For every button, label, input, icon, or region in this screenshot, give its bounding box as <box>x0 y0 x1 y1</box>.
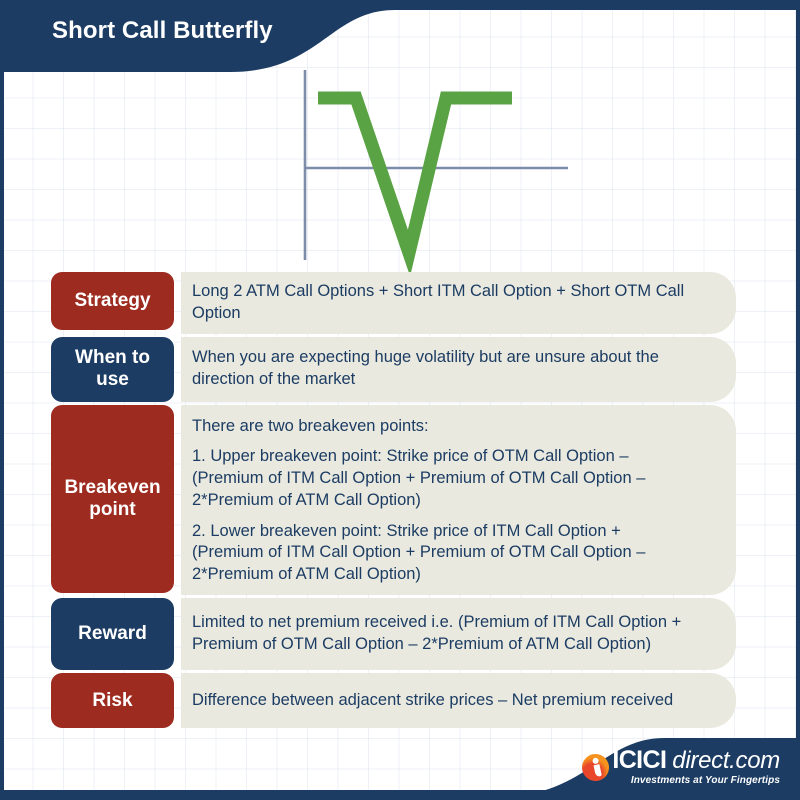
table-row: Breakeven point There are two breakeven … <box>4 404 796 595</box>
header-banner: Short Call Butterfly <box>0 0 800 72</box>
row-text: Limited to net premium received i.e. (Pr… <box>192 613 682 653</box>
strategy-table: Strategy Long 2 ATM Call Options + Short… <box>4 272 796 731</box>
row-label-breakeven-point: Breakeven point <box>51 404 174 593</box>
row-body-strategy: Long 2 ATM Call Options + Short ITM Call… <box>181 272 736 334</box>
table-row: Strategy Long 2 ATM Call Options + Short… <box>4 272 796 334</box>
logo-text-block: ICICI direct.com Investments at Your Fin… <box>612 746 780 787</box>
row-label-reward: Reward <box>51 597 174 670</box>
logo-brand-primary: ICICI <box>612 746 667 774</box>
table-row: When to use When you are expecting huge … <box>4 336 796 402</box>
row-label-risk: Risk <box>51 672 174 728</box>
row-text: 1. Upper breakeven point: Strike price o… <box>192 447 646 509</box>
page-title: Short Call Butterfly <box>52 17 273 44</box>
footer-curve-shape <box>4 738 796 796</box>
icici-i-circle-icon <box>579 750 612 784</box>
footer-banner: ICICI direct.com Investments at Your Fin… <box>4 734 796 796</box>
table-row: Risk Difference between adjacent strike … <box>4 672 796 728</box>
row-text: Difference between adjacent strike price… <box>192 690 674 709</box>
row-body-reward: Limited to net premium received i.e. (Pr… <box>181 597 736 670</box>
row-body-breakeven-point: There are two breakeven points: 1. Upper… <box>181 404 736 595</box>
row-body-risk: Difference between adjacent strike price… <box>181 672 736 728</box>
logo-tagline: Investments at Your Fingertips <box>630 775 780 786</box>
row-text: Long 2 ATM Call Options + Short ITM Call… <box>192 282 685 322</box>
row-text: There are two breakeven points: <box>192 416 429 435</box>
row-text: 2. Lower breakeven point: Strike price o… <box>192 521 646 584</box>
payoff-line <box>318 91 512 277</box>
icici-direct-logo[interactable]: ICICI direct.com Investments at Your Fin… <box>579 746 780 787</box>
table-row: Reward Limited to net premium received i… <box>4 597 796 670</box>
logo-brand-secondary: direct.com <box>672 747 780 774</box>
row-body-when-to-use: When you are expecting huge volatility b… <box>181 336 736 402</box>
payoff-chart <box>250 62 580 277</box>
row-label-when-to-use: When to use <box>51 336 174 402</box>
payoff-chart-svg <box>303 70 568 277</box>
row-label-strategy: Strategy <box>51 272 174 330</box>
row-text: When you are expecting huge volatility b… <box>192 348 659 389</box>
header-curve-shape <box>0 0 800 72</box>
